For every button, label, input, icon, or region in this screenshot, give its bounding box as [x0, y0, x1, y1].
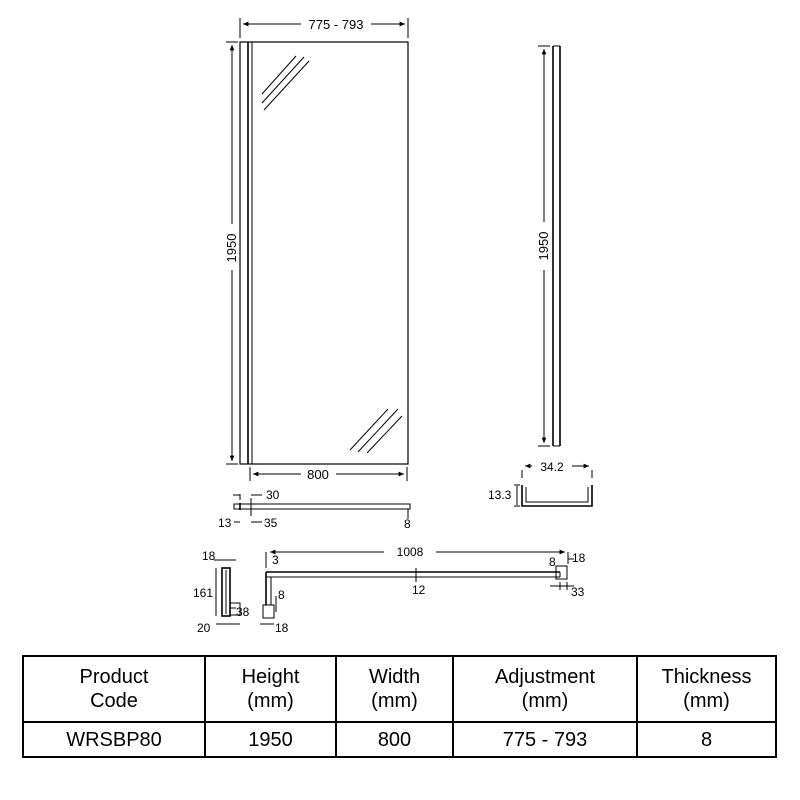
base-plan-view: 30 13 35 8: [218, 488, 411, 531]
glass-panel: [239, 41, 409, 465]
header-thickness: Thickness (mm): [636, 655, 777, 723]
profile-side-view: 1950: [536, 45, 561, 447]
cell-adjustment: 775 - 793: [452, 721, 638, 758]
label-bracket-38: 38: [236, 605, 250, 619]
stabiliser-arm: 1008 3 8 18 12 33 8 18: [260, 545, 586, 635]
cell-product-code: WRSBP80: [22, 721, 206, 758]
technical-drawing: 775 - 793 1950 800 1950: [193, 17, 593, 635]
glass-reflection-bottom: [349, 408, 403, 454]
dimension-left-height: 1950: [224, 41, 239, 465]
dimension-bottom-width: 800: [249, 467, 408, 482]
label-arm-18-left: 18: [275, 621, 289, 635]
label-arm-18-right: 18: [572, 551, 586, 565]
label-base-13: 13: [218, 516, 232, 530]
label-bracket-161: 161: [193, 586, 213, 600]
label-channel-depth: 13.3: [488, 488, 512, 502]
label-bracket-20: 20: [197, 621, 211, 635]
wall-bracket: 18 161 38 20: [193, 549, 250, 635]
table-header-row: Product Code Height (mm) Width (mm) Adju…: [22, 655, 777, 723]
cell-height: 1950: [204, 721, 337, 758]
label-profile-height: 1950: [536, 232, 551, 261]
header-width: Width (mm): [335, 655, 454, 723]
label-width-range: 775 - 793: [309, 17, 364, 32]
label-arm-33: 33: [571, 585, 585, 599]
label-base-8: 8: [404, 517, 411, 531]
label-arm-8-right: 8: [549, 555, 556, 569]
label-channel-width: 34.2: [540, 460, 564, 474]
label-arm-1008: 1008: [397, 545, 424, 559]
header-height: Height (mm): [204, 655, 337, 723]
label-width: 800: [307, 467, 329, 482]
cell-width: 800: [335, 721, 454, 758]
header-adjustment: Adjustment (mm): [452, 655, 638, 723]
label-arm-8-left: 8: [278, 588, 285, 602]
label-base-35: 35: [264, 516, 278, 530]
dimension-top-width: 775 - 793: [239, 17, 409, 38]
label-base-30: 30: [266, 488, 280, 502]
table-row: WRSBP80 1950 800 775 - 793 8: [22, 721, 777, 758]
label-arm-12: 12: [412, 583, 426, 597]
u-channel-section: 34.2 13.3: [488, 460, 593, 507]
glass-reflection-top: [261, 55, 310, 111]
label-arm-3: 3: [272, 553, 279, 567]
product-spec-table: Product Code Height (mm) Width (mm) Adju…: [22, 655, 777, 758]
label-height: 1950: [224, 234, 239, 263]
cell-thickness: 8: [636, 721, 777, 758]
label-bracket-18: 18: [202, 549, 216, 563]
panel-front-view: 775 - 793 1950 800: [224, 17, 409, 482]
header-product-code: Product Code: [22, 655, 206, 723]
